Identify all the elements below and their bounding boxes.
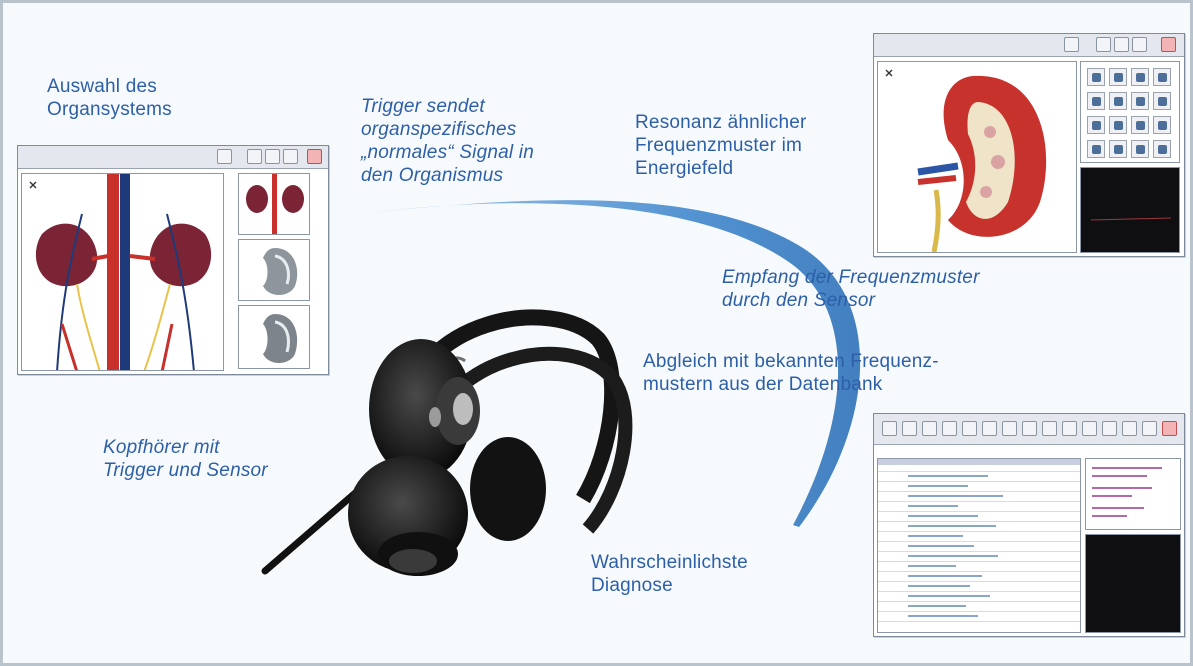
- frequency-scope: [1080, 167, 1180, 253]
- organ-selection-screenshot: [17, 145, 329, 375]
- label-resonance: Resonanz ähnlicher Frequenzmuster im Ene…: [635, 112, 807, 179]
- label-sensor-reception: Empfang der Frequenzmuster durch den Sen…: [722, 267, 980, 311]
- label-headphones: Kopfhörer mit Trigger und Sensor: [103, 437, 268, 481]
- label-trigger-signal: Trigger sendet organspezifisches „normal…: [361, 96, 534, 186]
- organ-icon-grid: [1080, 61, 1180, 163]
- label-likely-diagnosis: Wahrscheinlichste Diagnose: [591, 552, 748, 596]
- diagnosis-screenshot: [873, 413, 1185, 637]
- diagnosis-detail: [1085, 458, 1181, 530]
- toolbar: [874, 414, 1184, 445]
- label-organ-selection: Auswahl des Organsystems: [47, 76, 172, 120]
- urinary-system-view: [21, 173, 224, 371]
- diagnosis-list: [877, 458, 1081, 633]
- label-database-comparison: Abgleich mit bekannten Frequenz- mustern…: [643, 351, 939, 395]
- resonance-screenshot: [873, 33, 1185, 257]
- toolbar: [18, 146, 328, 169]
- headphones-illustration: [261, 309, 633, 576]
- kidney-thumbnail-1: [238, 173, 310, 235]
- kidney-thumbnail-3: [238, 305, 310, 369]
- detail-black-panel: [1085, 534, 1181, 633]
- kidney-thumbnail-2: [238, 239, 310, 301]
- toolbar: [874, 34, 1184, 57]
- kidney-cross-section: [877, 61, 1077, 253]
